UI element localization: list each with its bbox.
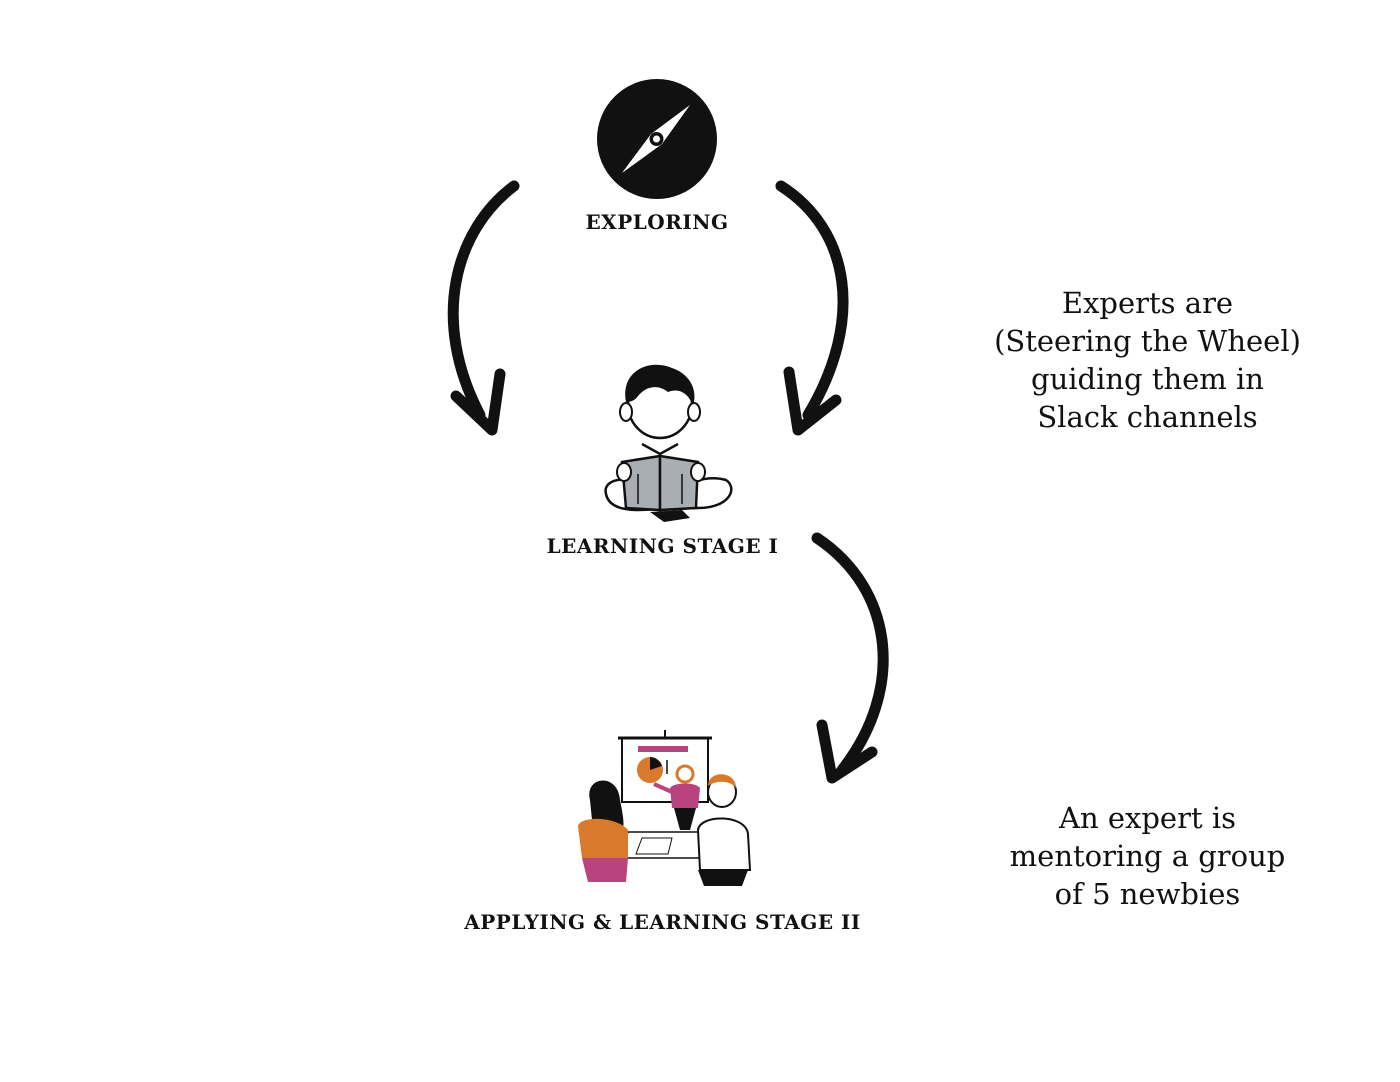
note-experts: Experts are (Steering the Wheel) guiding… <box>985 284 1310 436</box>
note-experts-line: (Steering the Wheel) <box>994 324 1301 358</box>
stage-label-learning-2: APPLYING & LEARNING STAGE II <box>464 910 861 934</box>
note-mentoring-line: mentoring a group <box>1009 839 1286 873</box>
arrow-down <box>811 532 889 784</box>
note-experts-line: guiding them in <box>1031 362 1264 396</box>
note-experts-line: Experts are <box>1061 286 1234 320</box>
note-mentoring-line: An expert is <box>1059 801 1236 835</box>
note-mentoring-line: of 5 newbies <box>1054 877 1241 911</box>
team-meeting-illustration <box>578 730 752 886</box>
reading-child-illustration <box>604 364 733 522</box>
arrow-left <box>447 180 520 436</box>
stage-label-learning-1: LEARNING STAGE I <box>546 534 779 558</box>
compass-icon <box>597 79 717 199</box>
note-mentoring: An expert is mentoring a group of 5 newb… <box>990 799 1305 913</box>
stage-label-exploring: EXPLORING <box>585 210 729 234</box>
arrow-right <box>775 180 849 436</box>
note-experts-line: Slack channels <box>1037 400 1258 434</box>
